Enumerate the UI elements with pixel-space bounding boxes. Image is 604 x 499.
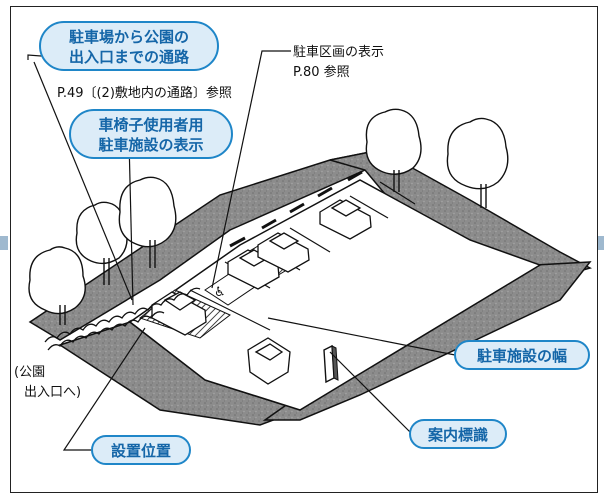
callout-guide-sign: 案内標識 xyxy=(409,419,507,449)
guide-sign-label: 案内標識 xyxy=(427,426,488,444)
tree-icon xyxy=(28,246,86,325)
right-edge-tab xyxy=(596,236,604,250)
trees xyxy=(28,108,509,325)
guide-sign-post-icon xyxy=(323,344,339,384)
left-edge-tab xyxy=(0,236,8,250)
route-line1: 駐車場から公園の xyxy=(69,28,189,46)
tree-icon xyxy=(75,201,128,285)
callout-stall-width: 駐車施設の幅 xyxy=(454,340,590,370)
hedge-row xyxy=(44,287,201,351)
route-reference: P.49〔(2)敷地内の通路〕参照 xyxy=(57,85,232,101)
leader-lines xyxy=(27,50,456,451)
car-icon xyxy=(319,199,372,240)
stall-marking-line1: 駐車区画の表示 xyxy=(293,45,384,60)
parked-cars xyxy=(151,199,372,385)
stall-width-label: 駐車施設の幅 xyxy=(477,347,567,365)
wheelchair-symbol-icon: ♿ xyxy=(214,285,226,300)
route-line2: 出入口までの通路 xyxy=(69,48,190,66)
placement-label: 設置位置 xyxy=(111,442,171,460)
wheelchair-sign-line2: 駐車施設の表示 xyxy=(98,136,203,154)
stall-marking-line2: P.80 参照 xyxy=(293,64,350,80)
car-icon xyxy=(247,337,291,385)
wheelchair-sign-line1: 車椅子使用者用 xyxy=(98,116,203,134)
park-entrance-line2: 出入口へ) xyxy=(24,385,81,400)
tree-icon xyxy=(446,117,509,208)
tree-icon xyxy=(365,108,422,192)
wheel-stops xyxy=(229,170,363,248)
callout-route: 駐車場から公園の 出入口までの通路 xyxy=(39,21,219,71)
car-icon xyxy=(151,291,207,336)
park-entrance-line1: (公園 xyxy=(14,365,45,380)
tree-icon xyxy=(118,176,177,268)
car-icon xyxy=(257,232,310,273)
parking-lot-pavement xyxy=(128,179,542,411)
callout-placement: 設置位置 xyxy=(91,435,191,465)
callout-wheelchair-sign: 車椅子使用者用 駐車施設の表示 xyxy=(69,109,233,159)
